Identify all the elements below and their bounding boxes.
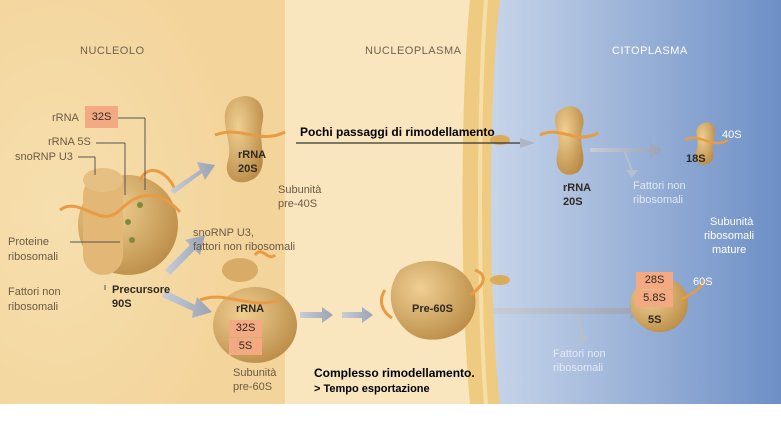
upper-fattori-l2: ribosomali bbox=[633, 194, 684, 206]
pre60s-rrna-label: rRNA bbox=[236, 303, 265, 315]
mature-18s-label: 18S bbox=[686, 153, 706, 165]
precursor-ribosomali-label: ribosomali bbox=[8, 251, 59, 263]
precursor-proteine-label: Proteine bbox=[8, 236, 49, 248]
pre60s-nucleoplasm-label: Pre-60S bbox=[412, 303, 453, 315]
cytoplasm-region bbox=[485, 0, 781, 424]
lower-pathway-subcaption: > Tempo esportazione bbox=[314, 383, 430, 395]
region-nucleoplasma: NUCLEOPLASMA bbox=[365, 45, 462, 57]
pre60s-32s-box: 32S bbox=[229, 320, 262, 337]
mature-28s-box: 28S bbox=[636, 272, 673, 289]
mature-60s-label: 60S bbox=[693, 276, 713, 288]
precursor-name: Precursore bbox=[112, 284, 171, 296]
mature-label-l2: ribosomali bbox=[704, 230, 755, 242]
pre40s-subunit-l2: pre-40S bbox=[278, 198, 318, 210]
mature-40s-particle bbox=[684, 122, 729, 165]
precursor-fattori2-label: ribosomali bbox=[8, 301, 59, 313]
precursor-rrna-value-box: 32S bbox=[85, 106, 118, 128]
lower-fattori-l2: ribosomali bbox=[553, 362, 604, 374]
precursor-size: 90S bbox=[112, 298, 132, 310]
lower-pathway-caption: Complesso rimodellamento. bbox=[314, 366, 475, 380]
mature-label-l3: mature bbox=[712, 244, 747, 256]
released-factors-l2: fattori non ribosomali bbox=[193, 241, 296, 253]
mature-40s-label: 40S bbox=[722, 129, 742, 141]
pre60s-5s-box: 5S bbox=[229, 338, 262, 355]
lower-fattori-l1: Fattori non bbox=[553, 348, 606, 360]
released-factors-l1: snoRNP U3, bbox=[193, 227, 254, 239]
precursor-fattori-label: Fattori non bbox=[8, 286, 61, 298]
mature-58s-box: 5.8S bbox=[636, 290, 673, 307]
pre40s-rrna-label: rRNA bbox=[238, 149, 267, 161]
mature-5s-label: 5S bbox=[648, 314, 662, 326]
pre60s-subunit-l1: Subunità bbox=[233, 367, 277, 379]
precursor-rrna5s-label: rRNA 5S bbox=[48, 136, 91, 148]
upper-pathway-caption: Pochi passaggi di rimodellamento bbox=[300, 125, 495, 139]
cyto-rrna-label: rRNA bbox=[563, 182, 592, 194]
pointer-lines bbox=[70, 117, 146, 290]
pre60s-subunit-l2: pre-60S bbox=[233, 381, 273, 393]
region-citoplasma: CITOPLASMA bbox=[612, 45, 688, 57]
precursor-snornp-label: snoRNP U3 bbox=[15, 151, 73, 163]
flow-arrows bbox=[162, 142, 662, 323]
pre60s-nucleoplasm-particle bbox=[380, 260, 485, 340]
region-nucleolo: NUCLEOLO bbox=[80, 45, 145, 57]
pre40s-rrna-size: 20S bbox=[238, 163, 258, 175]
mature-label-l1: Subunità bbox=[710, 216, 754, 228]
cyto-rrna-size: 20S bbox=[563, 196, 583, 208]
pre40s-particle bbox=[214, 96, 286, 183]
precursor-particle bbox=[59, 168, 182, 275]
cytoplasm-40s-particle bbox=[539, 106, 599, 175]
bottom-band bbox=[0, 404, 781, 424]
nuclear-pore-lower bbox=[490, 275, 510, 285]
pre40s-subunit-l1: Subunità bbox=[278, 184, 322, 196]
precursor-rrna-label: rRNA bbox=[52, 112, 79, 124]
upper-fattori-l1: Fattori non bbox=[633, 180, 686, 192]
